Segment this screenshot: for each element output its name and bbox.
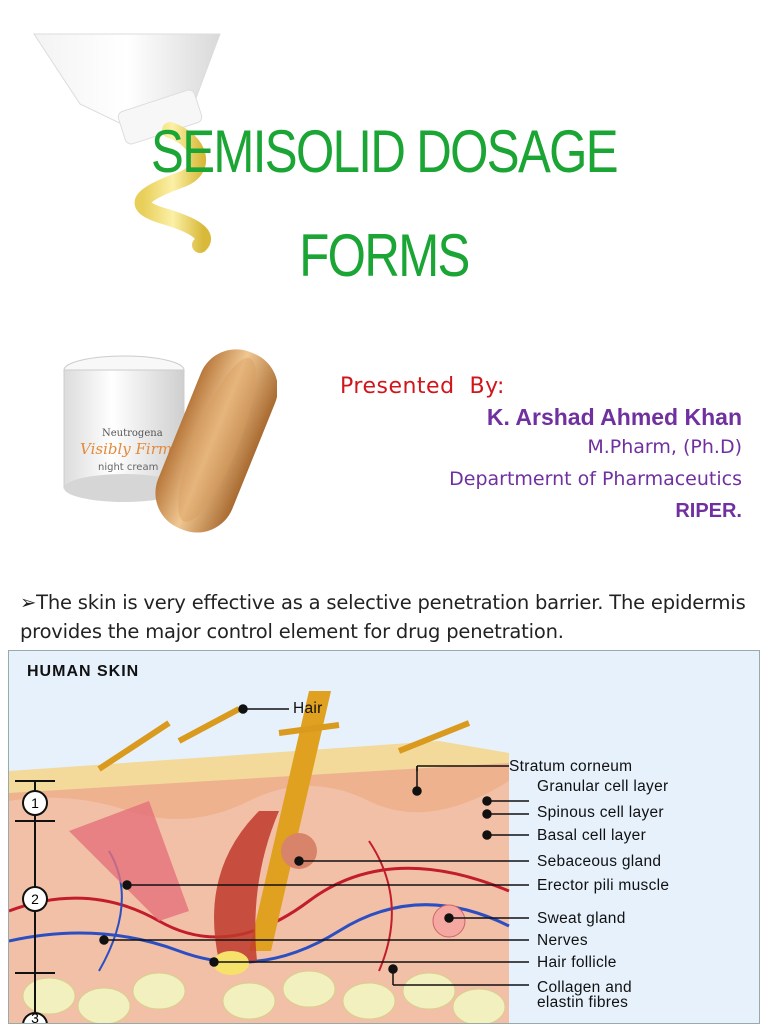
bullet-arrow-icon: ➢ xyxy=(20,591,37,614)
label-stratum-corneum: Stratum corneum xyxy=(509,758,633,775)
cream-tube-image xyxy=(33,33,221,253)
title-line-2: FORMS xyxy=(299,222,470,289)
slide-title: SEMISOLID DOSAGE FORMS xyxy=(69,100,699,308)
jar-brand-text: Neutrogena xyxy=(102,428,163,439)
body-paragraph: ➢The skin is very effective as a selecti… xyxy=(20,588,760,646)
title-line-1: SEMISOLID DOSAGE xyxy=(151,118,619,185)
presenter-name: K. Arshad Ahmed Khan xyxy=(486,404,742,430)
layer-marker-1: 1 xyxy=(31,795,39,811)
presenter-department: Departmernt of Pharmaceutics xyxy=(449,468,742,490)
label-nerves: Nerves xyxy=(537,932,588,949)
label-hair-follicle: Hair follicle xyxy=(537,954,617,971)
label-basal-cell-layer: Basal cell layer xyxy=(537,827,647,844)
diagram-title: HUMAN SKIN xyxy=(27,663,140,680)
label-granular-cell-layer: Granular cell layer xyxy=(537,778,669,795)
body-text: The skin is very effective as a selectiv… xyxy=(20,591,746,643)
cream-jar-image: Neutrogena Visibly Firm night cream xyxy=(63,349,277,533)
presented-by-label: Presented By: xyxy=(340,374,505,399)
label-sebaceous-gland: Sebaceous gland xyxy=(537,853,662,870)
layer-marker-2: 2 xyxy=(31,891,39,907)
label-erector-pili-muscle: Erector pili muscle xyxy=(537,877,670,894)
label-elastin-fibres: elastin fibres xyxy=(537,994,629,1011)
label-spinous-cell-layer: Spinous cell layer xyxy=(537,804,664,821)
jar-line-text: Visibly Firm xyxy=(80,440,172,458)
layer-markers: 1 2 3 xyxy=(22,790,48,1024)
layer-marker-3: 3 xyxy=(31,1010,39,1024)
label-sweat-gland: Sweat gland xyxy=(537,910,626,927)
label-collagen: Collagen and xyxy=(537,979,632,996)
human-skin-diagram: 1 2 3 HUMAN SKIN Hair Stratum corneum Gr… xyxy=(8,650,760,1024)
skin-cross-section-illustration: 1 2 3 xyxy=(9,691,529,1024)
presenter-degree: M.Pharm, (Ph.D) xyxy=(587,436,742,458)
presenter-institute: RIPER. xyxy=(675,500,742,522)
jar-type-text: night cream xyxy=(98,462,158,473)
label-hair: Hair xyxy=(293,700,323,717)
